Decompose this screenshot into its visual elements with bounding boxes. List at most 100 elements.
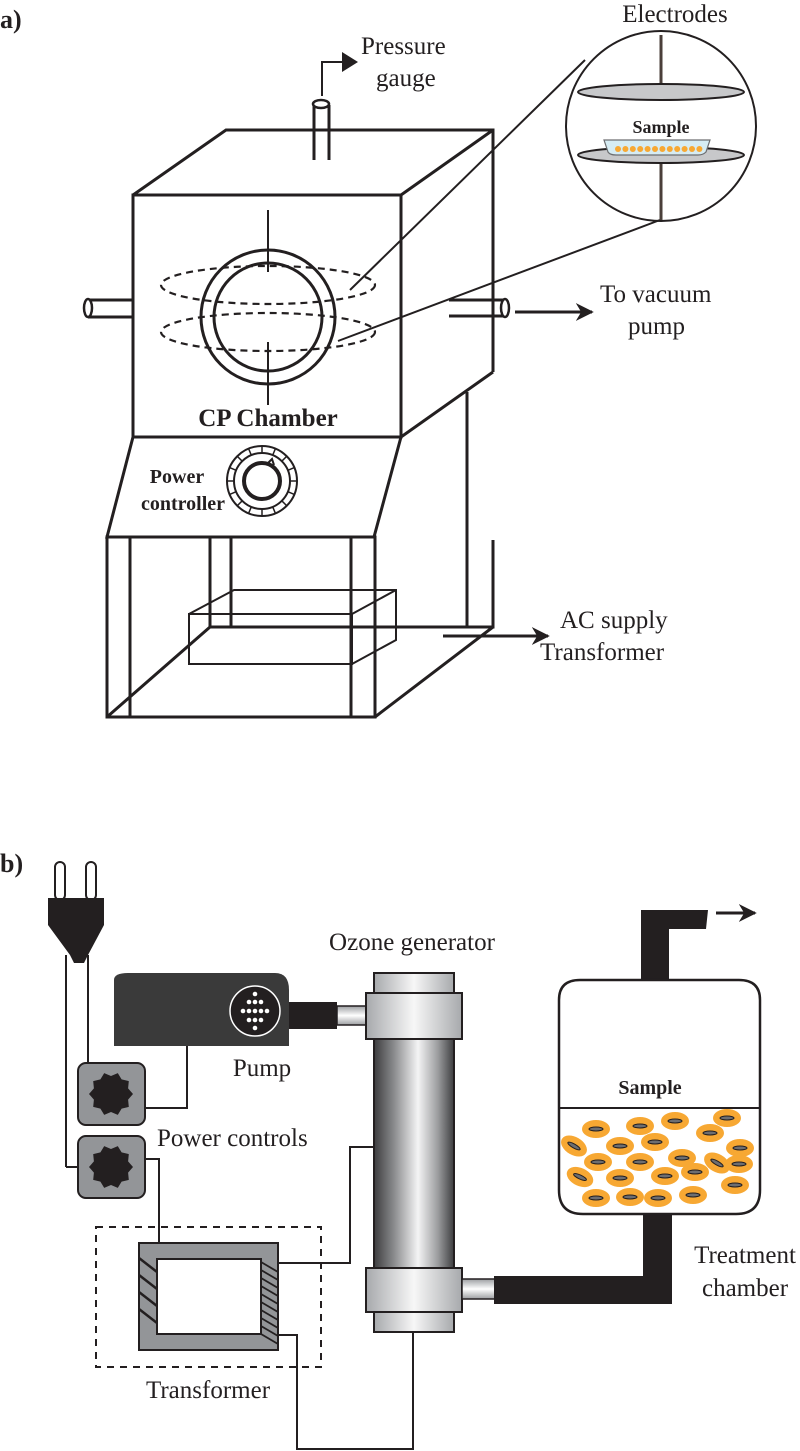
- knob-tick: [236, 455, 243, 462]
- vacuum-port: [449, 297, 511, 319]
- cell-nucleus: [622, 1194, 638, 1200]
- sample-dot: [622, 146, 629, 152]
- knob-icon: [89, 1146, 133, 1188]
- sample-cell: [626, 1117, 654, 1135]
- coil-winding: [260, 1325, 279, 1337]
- cell-nucleus: [674, 1155, 690, 1161]
- transformer-label: Transformer: [146, 1377, 271, 1404]
- coil-winding: [138, 1291, 158, 1307]
- sample-cell: [582, 1120, 610, 1138]
- treatment-chamber-label-2: chamber: [702, 1275, 789, 1302]
- sample-dot: [615, 146, 621, 152]
- coil-winding: [138, 1274, 158, 1290]
- sample-cell: [561, 1135, 587, 1157]
- coil-winding: [260, 1309, 279, 1321]
- ac-transformer-box: [188, 589, 397, 665]
- treatment-chamber-label: Treatment: [694, 1242, 796, 1269]
- sample-dot: [652, 146, 658, 152]
- cell-nucleus: [588, 1195, 604, 1201]
- pump-grille-dot: [264, 1008, 270, 1014]
- sample-dot: [629, 146, 636, 152]
- knob-tick: [229, 466, 237, 471]
- power-control-2[interactable]: [77, 1135, 146, 1199]
- cell-nucleus: [567, 1141, 581, 1151]
- sample-cell: [704, 1152, 730, 1174]
- pump: [114, 973, 368, 1109]
- chamber-window: [159, 210, 377, 405]
- sample-dot: [637, 146, 644, 152]
- cell-nucleus: [727, 1182, 743, 1188]
- coil-winding: [260, 1261, 279, 1273]
- coil-winding: [260, 1285, 279, 1297]
- coil-winding: [260, 1317, 279, 1329]
- sample-cell: [713, 1109, 741, 1127]
- cell-nucleus: [632, 1123, 648, 1129]
- pressure-arrow-icon: [342, 52, 358, 72]
- to-vacuum-label: To vacuum: [600, 281, 712, 308]
- pump-grille-dot: [246, 1008, 252, 1014]
- power-controller-label: Power: [150, 466, 205, 488]
- cell-nucleus: [590, 1159, 606, 1165]
- cell-nucleus: [573, 1173, 587, 1181]
- sample-dots: [615, 146, 703, 152]
- coil-winding: [260, 1333, 279, 1345]
- pump-label: Pump: [233, 1055, 291, 1082]
- power-controls-label: Power controls: [157, 1125, 308, 1152]
- knob-tick: [287, 466, 295, 471]
- knob-icon: [89, 1073, 133, 1115]
- sample-cell: [651, 1167, 679, 1185]
- pressure-gauge-pipe: [311, 52, 358, 160]
- sample-cell: [641, 1133, 669, 1151]
- pump-grille-dot: [258, 999, 264, 1005]
- gas-tubing: [494, 910, 708, 1304]
- cell-nucleus: [632, 1159, 648, 1165]
- pump-grille-dot: [258, 1017, 264, 1023]
- cell-nucleus: [687, 1169, 703, 1175]
- sample-dot: [659, 146, 666, 152]
- knob-tick: [247, 448, 252, 456]
- upper-electrode: [577, 83, 745, 101]
- pump-grille-dot: [252, 999, 258, 1005]
- treatment-sample-label: Sample: [618, 1077, 681, 1099]
- cell-nucleus: [685, 1192, 701, 1198]
- pump-grille-dot: [252, 991, 258, 997]
- electrodes-label: Electrodes: [622, 1, 728, 28]
- sample-cell: [606, 1169, 634, 1187]
- sample-dot: [674, 146, 681, 152]
- treatment-chamber: [557, 978, 762, 1216]
- sample-cell: [679, 1186, 707, 1204]
- sample-cell: [584, 1153, 612, 1171]
- cell-nucleus: [612, 1175, 628, 1181]
- cell-nucleus: [612, 1143, 628, 1149]
- sample-dot: [644, 146, 651, 152]
- panel-a: a) Pressure gauge To vacuum: [0, 1, 757, 719]
- knob-tick: [281, 455, 288, 462]
- sample-cell: [681, 1163, 709, 1181]
- pump-grille-dot: [252, 1025, 258, 1031]
- cell-nucleus: [650, 1195, 666, 1201]
- pump-grille-dot: [246, 1017, 252, 1023]
- sample-cell: [661, 1112, 689, 1130]
- sample-cell: [726, 1139, 754, 1157]
- sample-dot: [689, 146, 695, 152]
- sample-cell: [566, 1166, 594, 1188]
- cell-nucleus: [719, 1115, 735, 1121]
- ac-supply-label: AC supply: [560, 607, 668, 634]
- pump-grille-dot: [252, 1017, 258, 1023]
- electrodes-inset: [565, 30, 757, 222]
- cell-nucleus: [732, 1145, 748, 1151]
- ozone-generator-label: Ozone generator: [329, 929, 496, 956]
- power-control-1[interactable]: [77, 1062, 146, 1126]
- ozone-generator: [365, 972, 497, 1333]
- power-controller-knob[interactable]: [226, 445, 298, 517]
- sample-cell: [616, 1188, 644, 1206]
- sample-cell: [696, 1124, 724, 1142]
- cp-chamber-box: [131, 128, 495, 439]
- sample-cell: [725, 1155, 753, 1173]
- power-plug-icon: [48, 861, 104, 1167]
- knob-tick: [272, 448, 277, 456]
- knob-tick: [229, 491, 237, 496]
- sample-cell: [626, 1153, 654, 1171]
- pump-grille-dot: [258, 1008, 264, 1014]
